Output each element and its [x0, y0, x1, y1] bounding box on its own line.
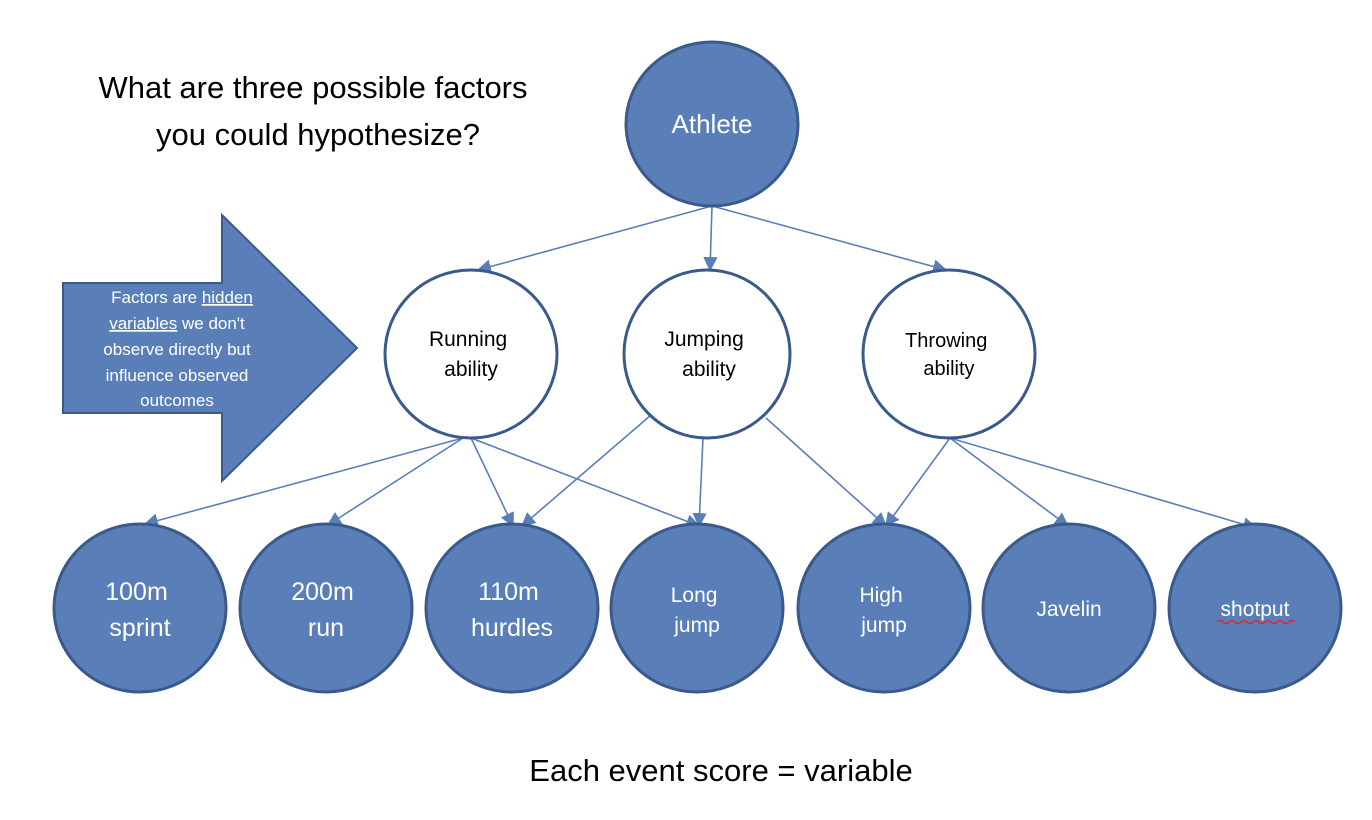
question-line-1: What are three possible factors — [98, 70, 527, 105]
node-long-jump: Long jump — [609, 522, 785, 694]
svg-text:High jump: High jump — [859, 584, 908, 637]
node-athlete: Athlete — [624, 40, 800, 208]
edge-running-sprint100 — [143, 437, 464, 528]
node-shotput-label: shotput — [1221, 598, 1290, 621]
svg-text:200m run: 200m run — [291, 578, 361, 642]
svg-text:Jumping ability: Jumping ability — [664, 328, 749, 381]
caption: Each event score = variable — [529, 753, 912, 788]
edge-running-hurdles110 — [470, 437, 514, 528]
callout-line-4: influence observed — [106, 366, 249, 385]
callout-line-5: outcomes — [140, 391, 214, 410]
edges-athlete — [476, 205, 948, 274]
node-highjump-line-1: High — [859, 584, 902, 607]
node-110m-hurdles: 110m hurdles — [424, 522, 600, 694]
edge-jumping-highjump — [765, 417, 888, 527]
edge-throwing-shotput — [949, 437, 1258, 532]
edge-athlete-throwing — [711, 205, 948, 274]
node-200m-run: 200m run — [238, 522, 414, 694]
callout-arrow-shape — [62, 212, 359, 484]
edge-throwing-highjump — [885, 437, 951, 528]
node-running-line-1: Running — [429, 328, 507, 351]
node-longjump-line-2: jump — [673, 614, 720, 637]
edges-factors — [143, 414, 1258, 532]
svg-text:100m sprint: 100m sprint — [105, 578, 175, 642]
node-throwing-line-1: Throwing — [905, 330, 987, 352]
node-highjump-line-2: jump — [860, 614, 907, 637]
svg-text:Throwing ability: Throwing ability — [905, 330, 993, 380]
node-shotput: shotput — [1167, 522, 1343, 694]
callout-line-3: observe directly but — [103, 340, 251, 359]
edge-jumping-longjump — [692, 437, 707, 528]
node-run200-line-2: run — [308, 614, 344, 642]
node-run200-line-1: 200m — [291, 578, 354, 606]
node-running-ability: Running ability — [383, 268, 559, 440]
node-sprint100-line-1: 100m — [105, 578, 168, 606]
edge-athlete-running — [476, 205, 713, 274]
edge-throwing-javelin — [949, 437, 1070, 527]
node-javelin: Javelin — [981, 522, 1157, 694]
node-athlete-label: Athlete — [672, 109, 753, 139]
question-line-2: you could hypothesize? — [156, 117, 480, 152]
node-sprint100-line-2: sprint — [109, 614, 170, 642]
spellcheck-squiggle — [1216, 619, 1296, 625]
node-javelin-label: Javelin — [1036, 598, 1101, 621]
edge-athlete-jumping — [703, 205, 718, 272]
node-jumping-line-1: Jumping — [664, 328, 743, 351]
node-high-jump: High jump — [796, 522, 972, 694]
svg-text:110m hurdles: 110m hurdles — [471, 578, 553, 642]
node-100m-sprint: 100m sprint — [52, 522, 228, 694]
edge-running-run200 — [326, 437, 464, 526]
edge-jumping-hurdles110 — [520, 414, 652, 527]
node-running-line-2: ability — [444, 358, 498, 381]
svg-text:Running ability: Running ability — [429, 328, 513, 381]
svg-text:Long jump: Long jump — [671, 584, 724, 637]
node-throwing-line-2: ability — [923, 358, 974, 380]
node-hurdles110-line-1: 110m — [478, 578, 539, 606]
node-hurdles110-line-2: hurdles — [471, 614, 553, 642]
edge-running-longjump — [470, 437, 701, 529]
hidden-variables-callout: Factors are hidden variables we don't ob… — [62, 212, 359, 484]
node-throwing-ability: Throwing ability — [861, 268, 1037, 440]
node-jumping-ability: Jumping ability — [622, 268, 792, 440]
callout-line-2: variables we don't — [109, 314, 245, 333]
node-longjump-line-1: Long — [671, 584, 718, 607]
callout-line-1: Factors are hidden — [111, 288, 253, 307]
node-jumping-line-2: ability — [682, 358, 736, 381]
